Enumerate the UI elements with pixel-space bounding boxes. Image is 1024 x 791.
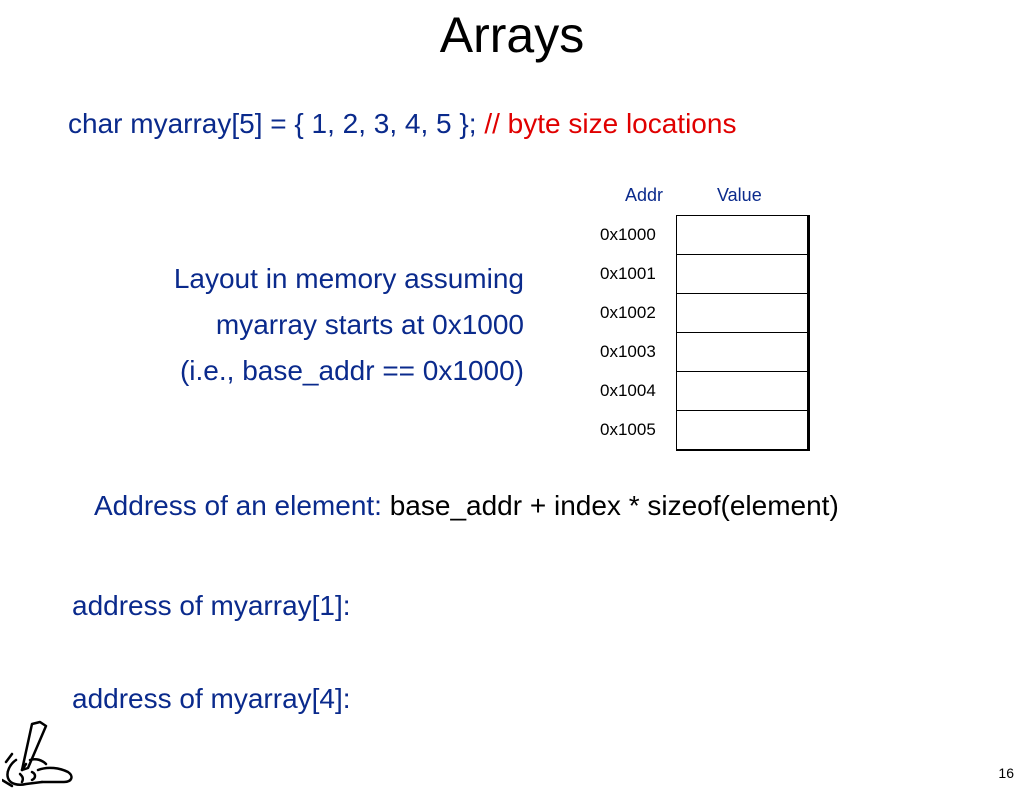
- array-declaration: char myarray[5] = { 1, 2, 3, 4, 5 }; // …: [68, 108, 736, 140]
- table-header-value: Value: [717, 185, 762, 205]
- memory-cell: [677, 333, 807, 372]
- slide-title: Arrays: [439, 7, 585, 63]
- address-label: 0x1001: [600, 264, 656, 283]
- memory-cell: [677, 372, 807, 411]
- address-label: 0x1002: [600, 303, 656, 322]
- hand-writing-logo-icon: [2, 720, 73, 788]
- declaration-code: char myarray[5] = { 1, 2, 3, 4, 5 };: [68, 108, 485, 139]
- address-label: 0x1005: [600, 420, 656, 439]
- layout-line: myarray starts at 0x1000: [215, 309, 524, 340]
- formula-expression: base_addr + index * sizeof(element): [389, 490, 839, 521]
- address-label: 0x1003: [600, 342, 656, 361]
- memory-table: [676, 215, 810, 451]
- memory-cell: [677, 255, 807, 294]
- question-2: address of myarray[4]:: [72, 683, 351, 714]
- address-column: 0x1000 0x1001 0x1002 0x1003 0x1004 0x100…: [600, 215, 670, 449]
- address-label: 0x1000: [600, 225, 656, 244]
- layout-line: (i.e., base_addr == 0x1000): [179, 355, 524, 386]
- address-label: 0x1004: [600, 381, 656, 400]
- formula-label: Address of an element:: [94, 490, 390, 521]
- memory-cell: [677, 216, 807, 255]
- memory-cell: [677, 294, 807, 333]
- declaration-comment: // byte size locations: [484, 108, 737, 139]
- memory-cell: [677, 411, 807, 451]
- layout-line: Layout in memory assuming: [173, 263, 524, 294]
- question-1: address of myarray[1]:: [72, 590, 351, 621]
- layout-description: Layout in memory assuming myarray starts…: [174, 256, 524, 394]
- table-header-addr: Addr: [625, 185, 664, 205]
- address-formula: Address of an element: base_addr + index…: [94, 490, 839, 522]
- page-number: 16: [998, 765, 1014, 781]
